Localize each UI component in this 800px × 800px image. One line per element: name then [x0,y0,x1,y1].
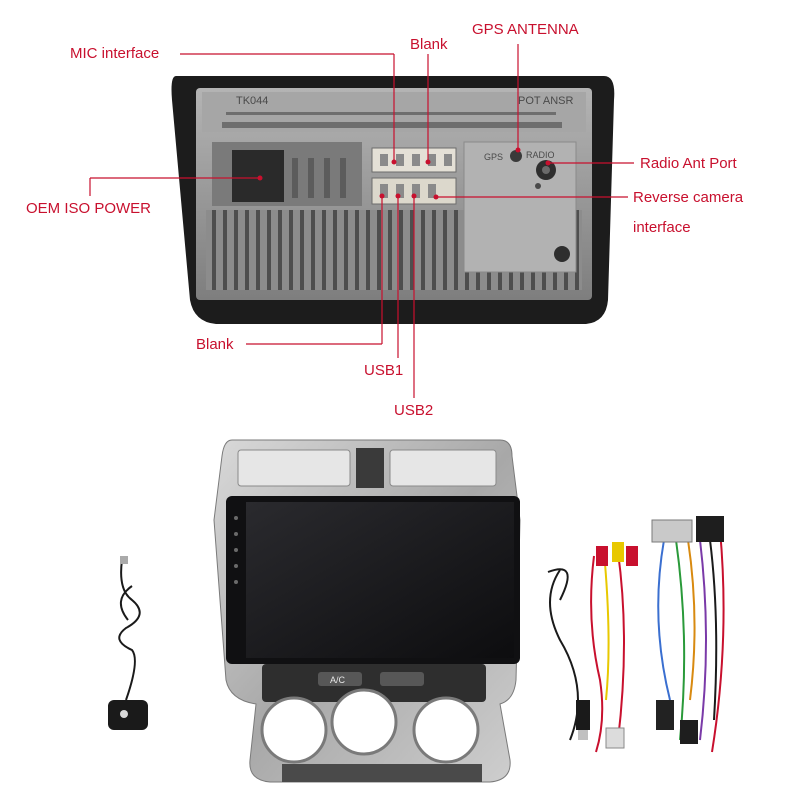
leader-lines [89,44,634,398]
label-blank-bottom: Blank [196,336,234,353]
touch-screen [226,496,520,664]
label-blank-top: Blank [410,36,448,53]
label-oem-iso-power: OEM ISO POWER [26,200,152,217]
rca-cable-icon [596,542,638,566]
label-mic-interface: MIC interface [70,45,160,62]
harness-connectors [605,516,724,749]
marking-top-right: POT ANSR [518,95,573,107]
label-reverse-camera-interface: interface [633,219,691,236]
usb-cable-icon [576,700,590,740]
marking-top-left: TK044 [236,95,268,107]
label-usb1: USB1 [364,362,404,379]
label-radio-ant-port: Radio Ant Port [640,155,737,172]
label-reverse-camera: Reverse camera [633,189,744,206]
gps-antenna-icon [108,556,148,730]
marking-radio: RADIO [526,150,555,160]
marking-gps: GPS [484,152,503,162]
label-gps-antenna: GPS ANTENNA [472,21,579,38]
leader-dots [257,147,551,200]
label-usb2: USB2 [394,402,434,419]
ac-button-label: A/C [330,675,346,685]
head-unit-rear [171,76,615,324]
